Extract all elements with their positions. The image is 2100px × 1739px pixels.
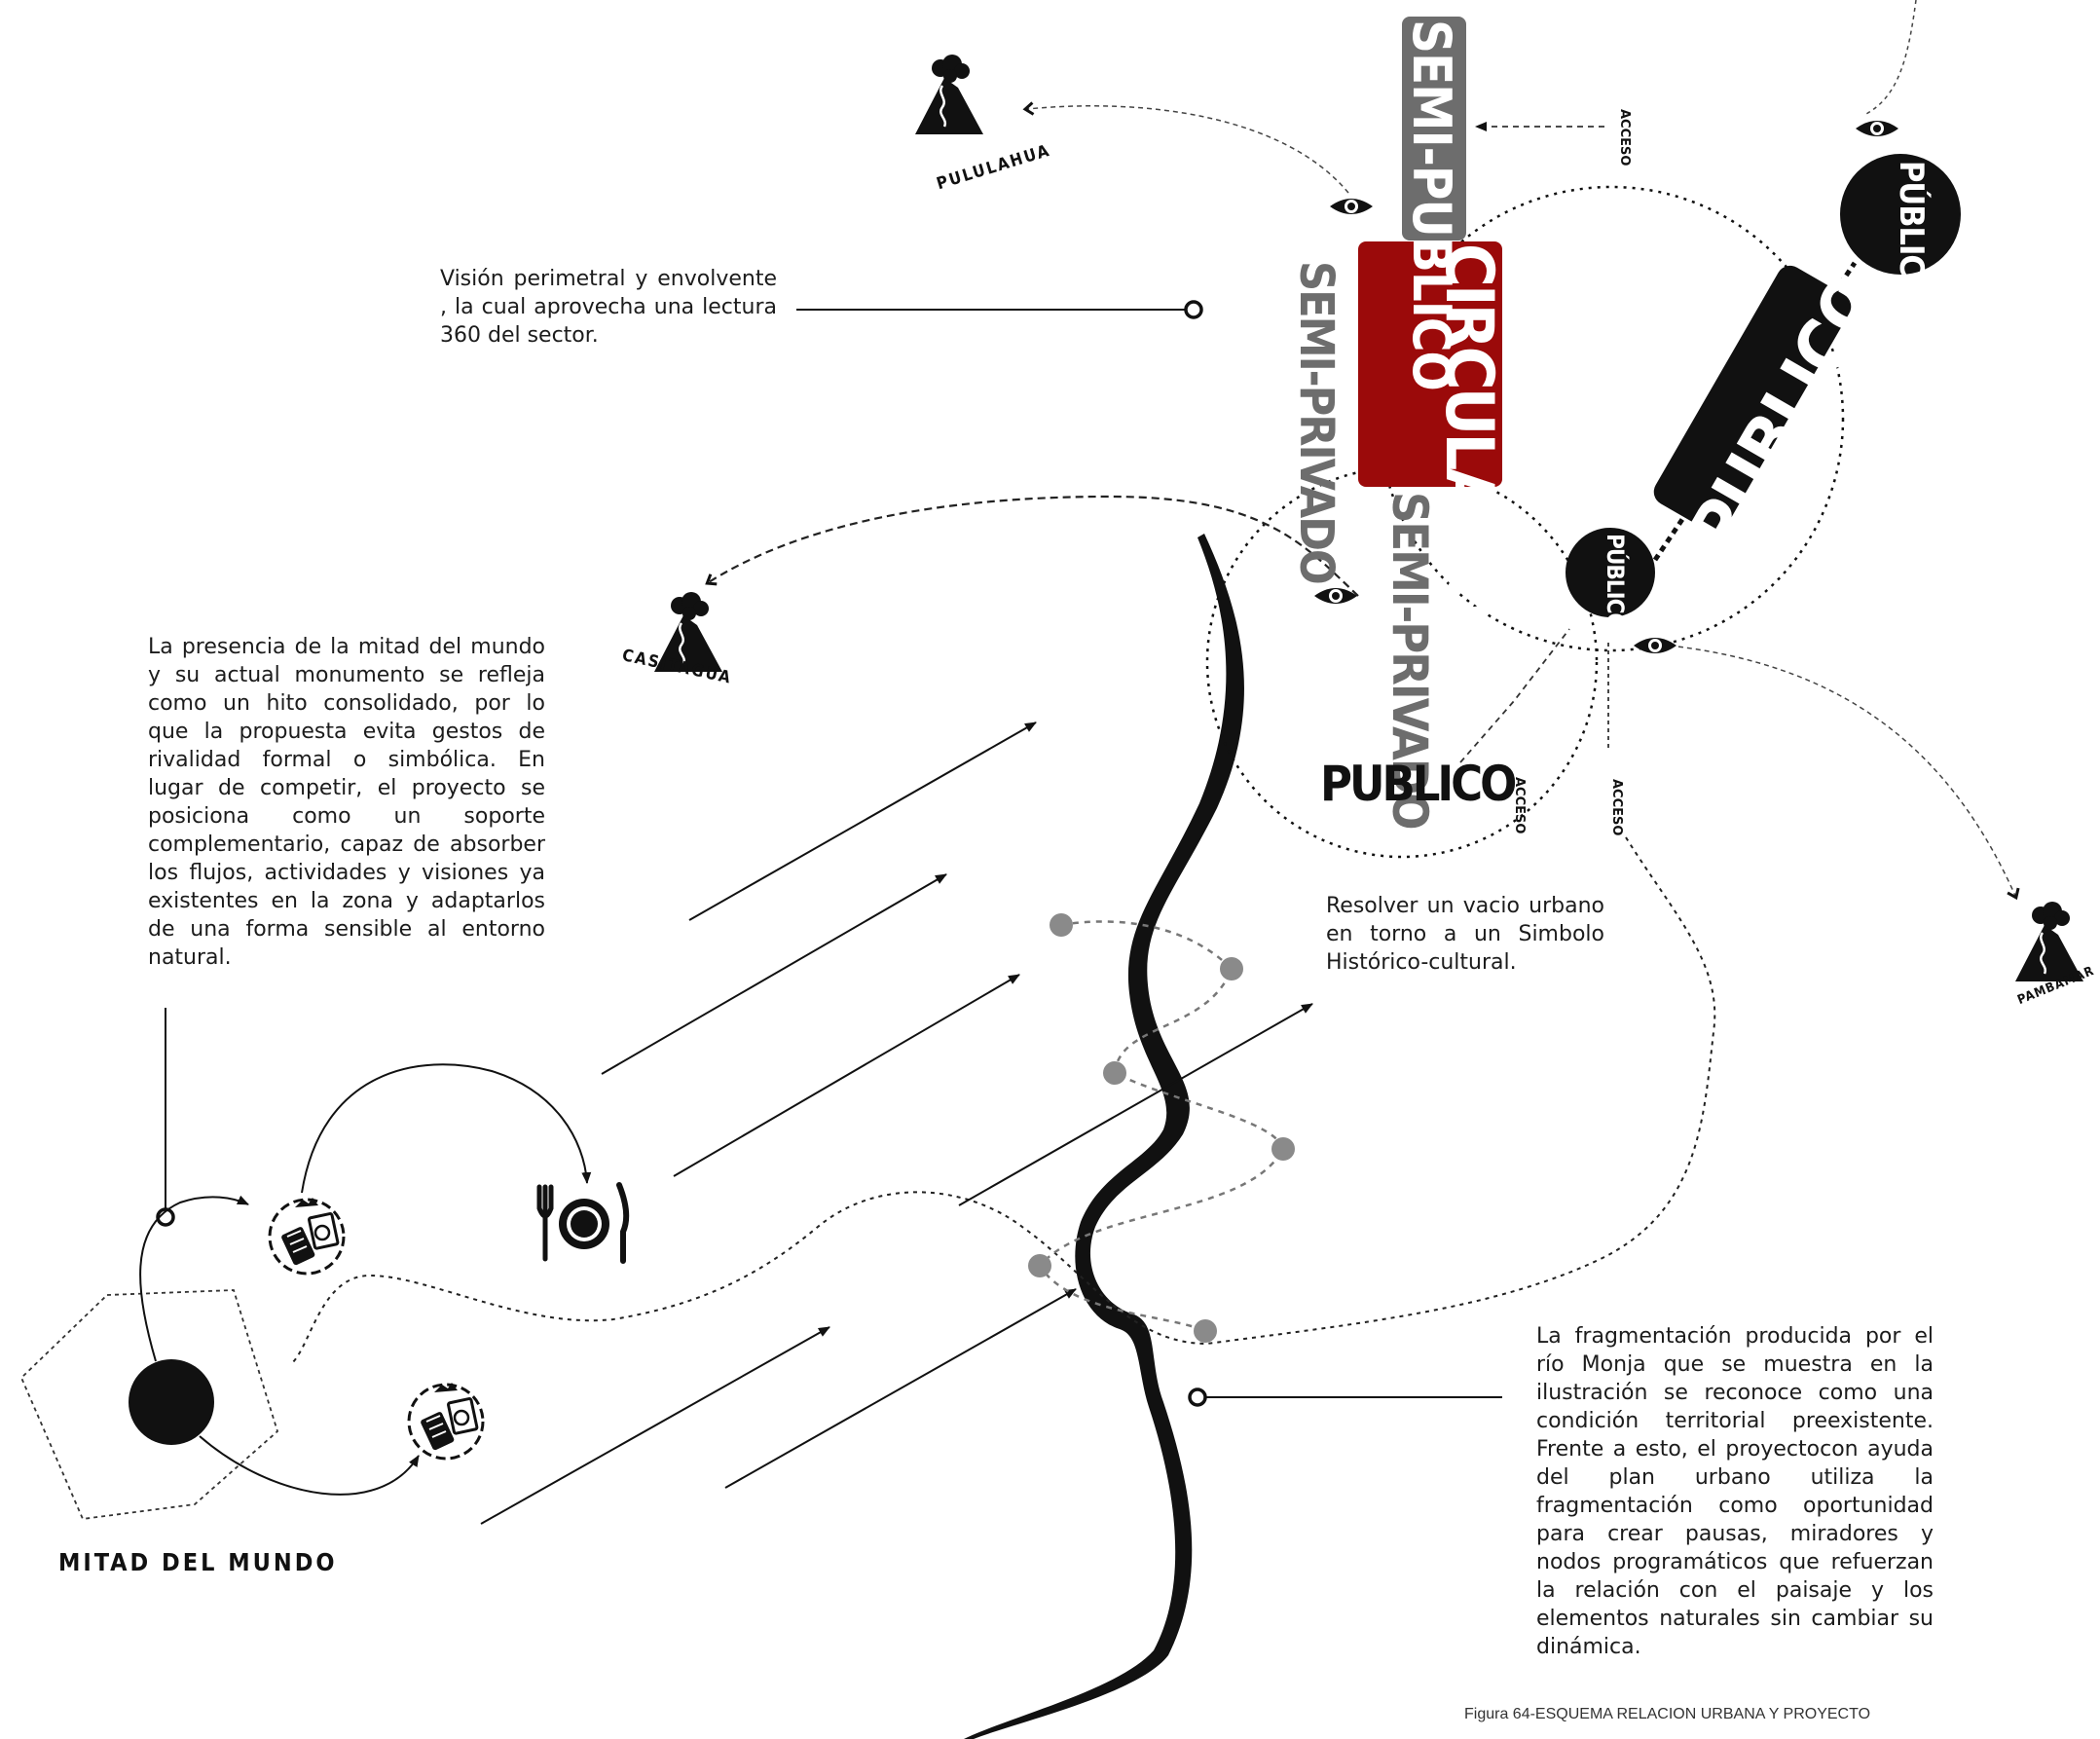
link-access-left xyxy=(1459,628,1570,763)
publico-circle-small xyxy=(1566,528,1655,617)
dotted-contour-main xyxy=(291,836,1716,1364)
semi-publico-block xyxy=(1402,17,1466,240)
flow-arrows xyxy=(480,722,1313,1525)
link-pululahua xyxy=(1022,101,1349,194)
publico-block-label: PUBLICO xyxy=(1320,756,1517,812)
viewpoint-node xyxy=(1220,957,1243,980)
viewpoint-node xyxy=(1028,1254,1051,1277)
tourism-icon xyxy=(268,1196,346,1276)
viewpoint-node xyxy=(1050,913,1073,937)
volcano-icon xyxy=(913,53,985,136)
dotted-circle-semiprivate xyxy=(1205,465,1599,859)
flow-monument-to-tourism xyxy=(139,1195,249,1362)
eye-icon xyxy=(1856,121,1898,136)
publico-big-block xyxy=(1653,265,1852,534)
tourism-icon xyxy=(407,1381,485,1461)
link-top xyxy=(1863,0,1917,116)
circulacion-block xyxy=(1358,241,1502,487)
flow-tourism-to-food xyxy=(301,1063,592,1194)
viewpoint-node xyxy=(1271,1137,1295,1161)
hexagon-outline xyxy=(19,1289,279,1520)
volcano-icon xyxy=(2013,900,2085,983)
mitad-del-mundo-label: MITAD DEL MUNDO xyxy=(58,1548,338,1576)
mitad-del-mundo-node xyxy=(129,1359,214,1445)
link-casitagua xyxy=(705,495,1359,597)
semi-privado-left-label: SEMI-PRIVADO xyxy=(1289,261,1344,583)
publico-circle-top-label: PÚBLICO xyxy=(1892,161,1931,300)
vision-text: Visión perimetral y envolvente , la cual… xyxy=(440,267,777,348)
leader-vision-end xyxy=(1184,300,1203,319)
resolver-text: Resolver un vacio urbano en torno a un S… xyxy=(1326,894,1604,975)
viewpoint-node xyxy=(1194,1319,1217,1343)
eye-icon xyxy=(1330,199,1373,214)
plate-cutlery-icon xyxy=(539,1185,626,1261)
figure-caption: Figura 64-ESQUEMA RELACION URBANA Y PROY… xyxy=(1464,1706,1871,1722)
circulacion-label: CIRCULACIÓN xyxy=(1430,243,1507,666)
mitad-text: La presencia de la mitad del mundo y su … xyxy=(148,635,545,970)
eye-icon xyxy=(1314,588,1357,604)
viewpoint-nodes xyxy=(1028,913,1295,1343)
publico-circle-small-label: PÚBLICO xyxy=(1602,534,1629,630)
flow-monument-to-tourism-2 xyxy=(199,1435,420,1496)
fragmentacion-text: La fragmentación producida por el río Mo… xyxy=(1536,1324,1934,1659)
eye-icon xyxy=(1634,638,1676,653)
link-pambamar xyxy=(1669,645,2020,901)
access-label-top: ACCESO xyxy=(1617,109,1632,166)
river-monja xyxy=(964,534,1244,1739)
publico-circle-top xyxy=(1840,154,1961,275)
access-label-mid: ACCESO xyxy=(1512,777,1527,834)
leader-mitad-end xyxy=(156,1207,175,1227)
leader-fragmentacion-end xyxy=(1188,1388,1207,1407)
viewpoint-node xyxy=(1103,1061,1126,1085)
access-label-right: ACCESO xyxy=(1609,779,1624,836)
